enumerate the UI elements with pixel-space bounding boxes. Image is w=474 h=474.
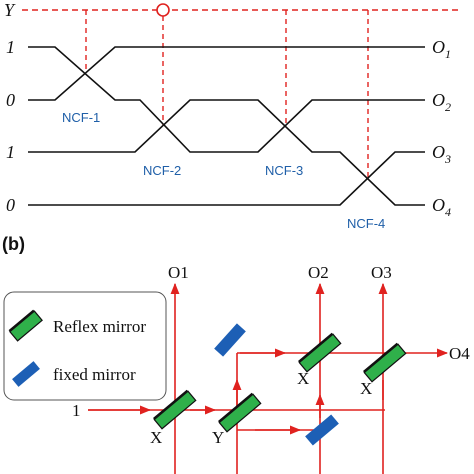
coupler-label-ncf1: NCF-1 [62, 110, 100, 125]
legend-fixed-swatch [12, 361, 40, 387]
reflex-mirror-x1 [153, 389, 197, 430]
waveguides [28, 46, 425, 206]
panel-b: (b) Reflex mirror fixed mirror [2, 234, 470, 474]
panel-b-label: (b) [2, 234, 25, 254]
mirror-label-x2: X [297, 369, 309, 388]
reflex-mirror-x3 [363, 342, 407, 383]
reflex-mirror-y [218, 392, 262, 433]
legend-reflex-swatch [8, 309, 43, 342]
input-label-b: 1 [72, 401, 81, 420]
legend-reflex-label: Reflex mirror [53, 317, 146, 336]
mirror-label-x1: X [150, 428, 162, 447]
fixed-mirror-bottom [305, 414, 339, 446]
waveguide-1 [28, 46, 205, 153]
coupler-label-ncf4: NCF-4 [347, 216, 385, 231]
panel-a: Y 1 0 1 0 O1 O2 O3 O4 NCF-1 NCF-2 [4, 0, 458, 231]
output-label-b-o4: O4 [449, 344, 470, 363]
mirror-label-x3: X [360, 379, 372, 398]
output-label-b-o1: O1 [168, 263, 189, 282]
output-label-o4: O4 [432, 195, 451, 219]
legend-box [3, 291, 167, 401]
coupler-label-ncf3: NCF-3 [265, 163, 303, 178]
mirror-label-y: Y [212, 428, 224, 447]
output-label-o3: O3 [432, 142, 451, 166]
waveguide-2 [28, 46, 425, 101]
output-label-b-o2: O2 [308, 263, 329, 282]
output-label-o2: O2 [432, 90, 451, 114]
input-label-4: 0 [6, 195, 15, 215]
control-source-circle [156, 3, 170, 17]
waveguide-4 [205, 99, 425, 153]
waveguide-5 [28, 151, 425, 206]
coupler-label-ncf2: NCF-2 [143, 163, 181, 178]
fixed-mirror-top [214, 323, 246, 357]
output-label-b-o3: O3 [371, 263, 392, 282]
input-label-3: 1 [6, 142, 15, 162]
output-label-o1: O1 [432, 37, 451, 61]
reflex-mirror-x2 [298, 332, 342, 373]
control-label: Y [4, 0, 16, 20]
input-label-1: 1 [6, 37, 15, 57]
legend-fixed-label: fixed mirror [53, 365, 136, 384]
input-label-2: 0 [6, 90, 15, 110]
